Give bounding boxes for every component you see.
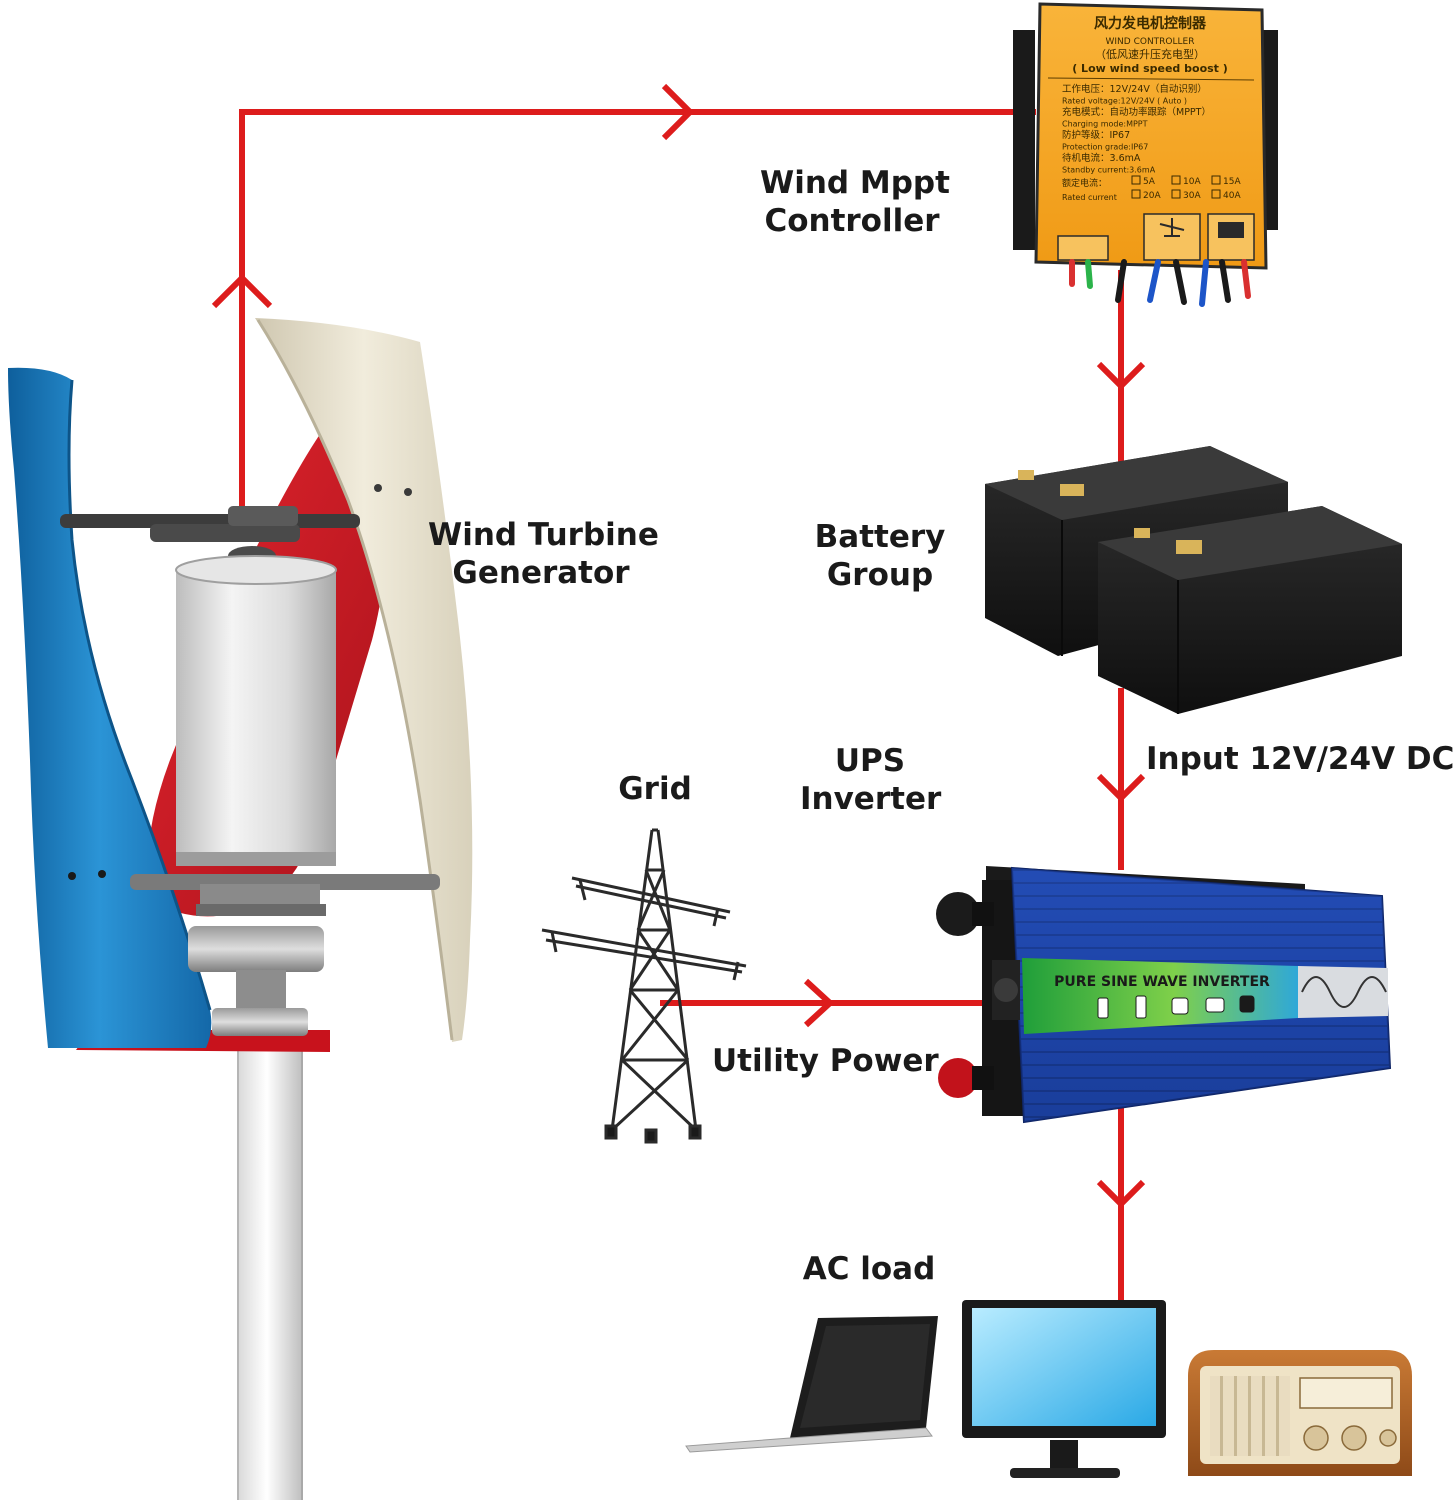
controller-current-checkbox bbox=[1211, 189, 1221, 199]
controller-spec-row: 待机电流：3.6mA bbox=[1062, 152, 1141, 164]
label-battery-group: Battery Group bbox=[814, 519, 946, 593]
controller-spec-row: Charging mode:MPPT bbox=[1062, 120, 1148, 129]
controller-current-label: 5A bbox=[1143, 177, 1156, 187]
label-wind-mppt-controller: Wind Mppt Controller bbox=[760, 165, 950, 239]
controller-current-label: 40A bbox=[1223, 191, 1241, 201]
label-utility-power: Utility Power bbox=[712, 1043, 939, 1079]
controller-title-cn: 风力发电机控制器 bbox=[1094, 15, 1207, 32]
controller-current-label: 30A bbox=[1183, 191, 1201, 201]
monitor-icon bbox=[962, 1300, 1166, 1478]
wiring bbox=[211, 83, 1146, 1300]
controller-current-label: 20A bbox=[1143, 191, 1161, 201]
controller-spec-row: 工作电压：12V/24V（自动识别） bbox=[1062, 83, 1207, 95]
controller-current-label: 15A bbox=[1223, 177, 1241, 187]
controller-current-checkbox bbox=[1171, 175, 1181, 185]
controller-sub-en: ( Low wind speed boost ) bbox=[1072, 62, 1228, 75]
controller-current-options: 5A 10A 15A 20A 30A 40A bbox=[1131, 175, 1241, 201]
controller-spec-row: Standby current:3.6mA bbox=[1062, 166, 1156, 175]
label-wind-turbine-generator: Wind Turbine Generator bbox=[428, 517, 659, 591]
arrow-right-utility bbox=[803, 978, 835, 1028]
arrow-down-inverter bbox=[1096, 773, 1146, 803]
controller-current-label: 10A bbox=[1183, 177, 1201, 187]
wind-turbine-icon bbox=[8, 318, 473, 1500]
laptop-icon bbox=[685, 1316, 938, 1453]
controller-rated-en: Rated current bbox=[1062, 193, 1117, 202]
arrow-down-load bbox=[1096, 1179, 1146, 1209]
arrow-down-battery bbox=[1096, 361, 1146, 391]
controller-spec-row: 防护等级：IP67 bbox=[1062, 129, 1130, 141]
controller-rated-cn: 额定电流： bbox=[1062, 177, 1107, 189]
controller-current-checkbox bbox=[1131, 189, 1141, 199]
controller-title-en: WIND CONTROLLER bbox=[1106, 37, 1195, 47]
controller-spec-rows: 工作电压：12V/24V（自动识别） Rated voltage:12V/24V … bbox=[1062, 83, 1211, 175]
controller-sub-cn: （低风速升压充电型） bbox=[1095, 47, 1205, 61]
controller-spec-row: Rated voltage:12V/24V ( Auto ) bbox=[1062, 97, 1187, 106]
controller-current-checkbox bbox=[1131, 175, 1141, 185]
radio-icon bbox=[1188, 1350, 1412, 1476]
controller-spec-row: 充电模式：自动功率跟踪（MPPT） bbox=[1062, 106, 1211, 118]
label-ups-inverter: UPS Inverter bbox=[800, 743, 942, 817]
inverter-icon: PURE SINE WAVE INVERTER bbox=[936, 866, 1392, 1124]
controller-current-checkbox bbox=[1211, 175, 1221, 185]
controller-spec-row: Protection grade:IP67 bbox=[1062, 143, 1148, 152]
label-input-dc: Input 12V/24V DC bbox=[1146, 741, 1454, 777]
label-ac-load: AC load bbox=[802, 1251, 936, 1287]
mppt-controller-icon: 风力发电机控制器 WIND CONTROLLER （低风速升压充电型） ( Lo… bbox=[1013, 2, 1278, 307]
inverter-banner-text: PURE SINE WAVE INVERTER bbox=[1054, 974, 1270, 990]
pylon-icon bbox=[541, 828, 747, 1144]
controller-current-checkbox bbox=[1171, 189, 1181, 199]
wire-turbine-to-controller bbox=[239, 109, 1036, 520]
arrow-up-turbine bbox=[211, 273, 273, 309]
battery-icon bbox=[985, 446, 1402, 714]
arrow-right-controller bbox=[661, 83, 695, 141]
label-grid: Grid bbox=[618, 771, 692, 807]
